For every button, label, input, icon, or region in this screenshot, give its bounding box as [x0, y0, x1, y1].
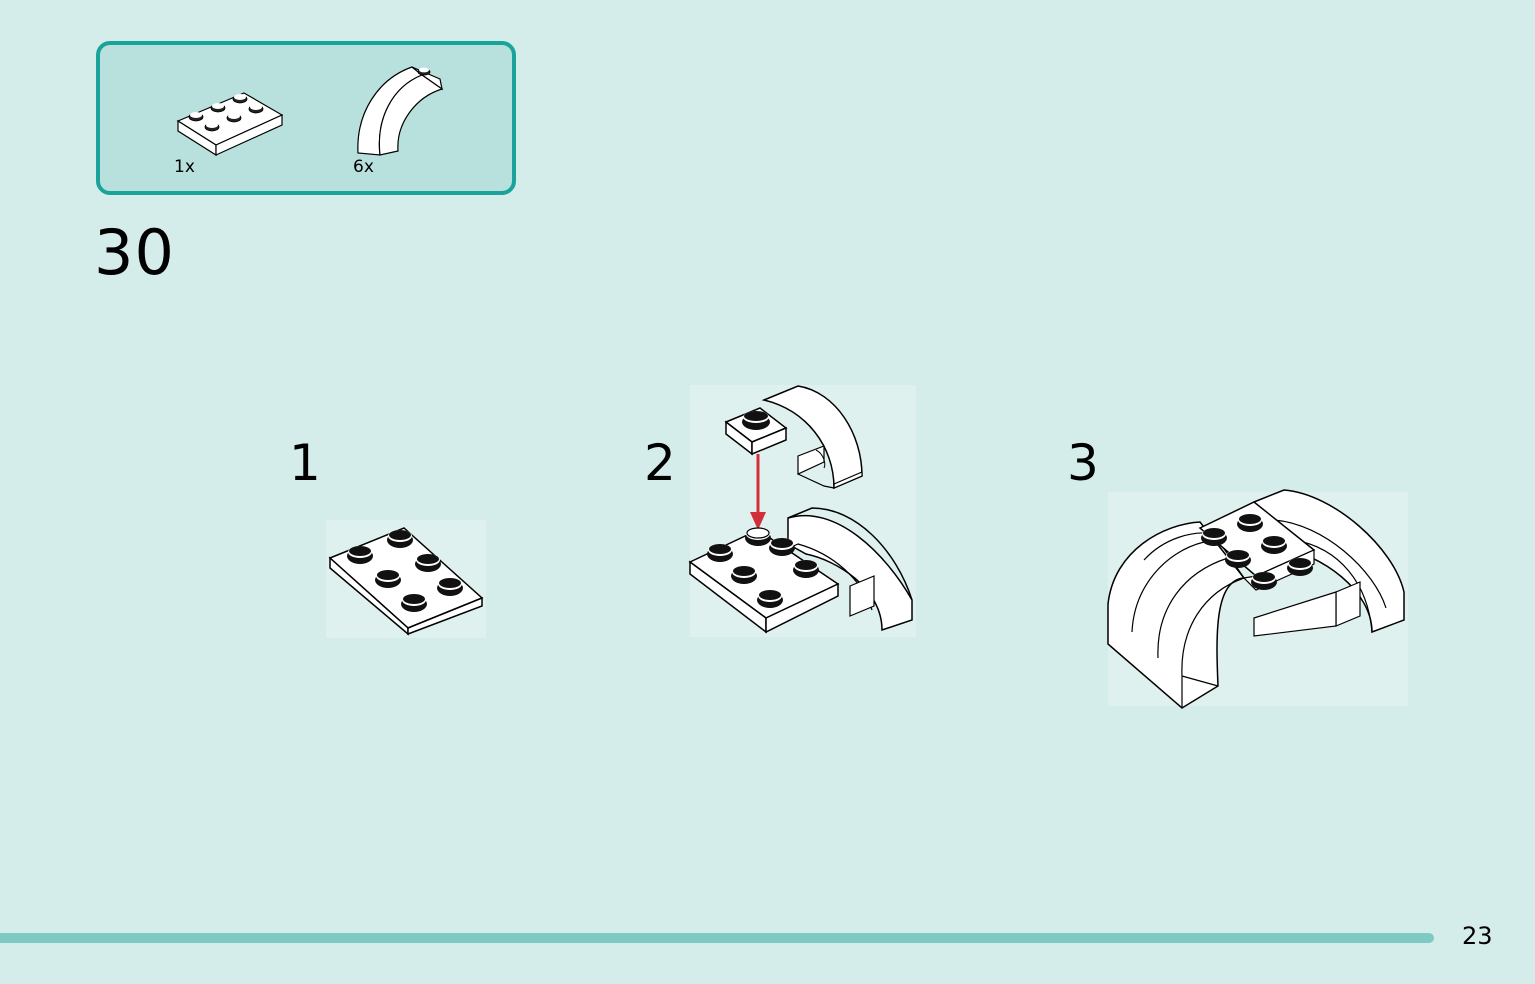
substep-2-illustration: [686, 384, 918, 638]
substep-number: 3: [1067, 434, 1099, 492]
footer-progress-bar: [0, 933, 1434, 943]
parts-list-box: 1x 6x: [96, 41, 516, 195]
substep-number: 1: [289, 434, 321, 492]
substep-1-illustration: [328, 522, 488, 636]
part-quantity: 1x: [174, 157, 195, 177]
arch-assembly-icon: [1107, 489, 1405, 709]
plate-2x3-icon: [176, 92, 284, 157]
attach-slopes-icon: [688, 385, 913, 634]
part-quantity: 6x: [353, 157, 374, 177]
curved-slope-icon: [357, 66, 444, 156]
plate-2x3-icon: [328, 527, 484, 636]
substep-number: 2: [644, 434, 676, 492]
substep-3-illustration: [1104, 488, 1408, 710]
part-curved-slope: [352, 61, 448, 161]
step-number: 30: [94, 216, 175, 289]
part-plate: [174, 87, 286, 159]
page-number: 23: [1462, 922, 1493, 950]
